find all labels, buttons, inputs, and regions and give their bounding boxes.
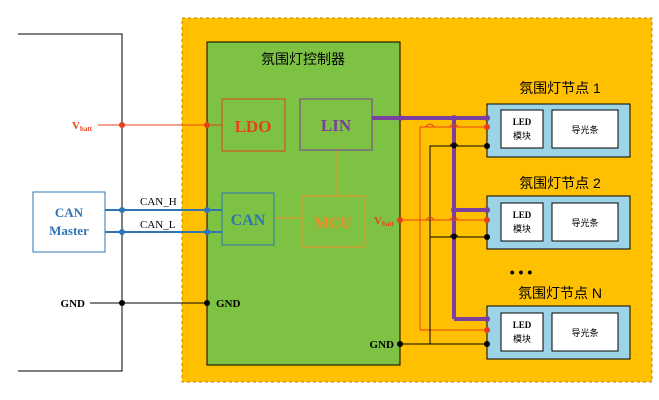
node-2-light-guide: [551, 202, 619, 242]
vbatt-main-v: V: [72, 120, 80, 132]
vbatt-label-inner: Vbatt: [374, 215, 395, 228]
junction-can-h-right: [204, 207, 210, 213]
node-n-lin-terminal: [484, 316, 490, 322]
node-1-led-line2: 模块: [513, 130, 531, 141]
wire-hop-4: [449, 233, 459, 238]
node-1-power-terminal: [484, 124, 490, 130]
vbatt-main-sub: batt: [80, 125, 93, 133]
junction-gnd-mid: [204, 300, 210, 306]
can-block: [221, 192, 275, 246]
node-n-gnd-terminal: [484, 341, 490, 347]
junction-gnd-bus-2: [451, 234, 457, 240]
wire-hop-2: [425, 216, 435, 221]
junction-can-l-right: [204, 229, 210, 235]
gnd-label-mid: GND: [216, 298, 241, 310]
node-2-led-line2: 模块: [513, 223, 531, 234]
node-n-led-line1: LED: [513, 320, 532, 330]
node-n-light-guide: [551, 312, 619, 352]
node-1-led-line1: LED: [513, 117, 532, 127]
node-1-guide-label: 导光条: [571, 124, 598, 135]
node-2-led-line1: LED: [513, 210, 532, 220]
node-1-lin-terminal: [484, 115, 490, 121]
node-2-power-terminal: [484, 217, 490, 223]
lin-label: LIN: [321, 116, 352, 135]
node-2-title: 氛围灯节点 2: [519, 175, 601, 191]
controller-title: 氛围灯控制器: [261, 51, 345, 67]
node-2-lin-terminal: [484, 207, 490, 213]
node-ellipsis: • • •: [510, 264, 533, 280]
junction-can-l-left: [119, 229, 125, 235]
node-n-led-module: [500, 312, 544, 352]
node-1-led-module: [500, 109, 544, 149]
can-master-line2: Master: [49, 223, 89, 238]
mcu-block: [301, 195, 365, 248]
can-label: CAN: [231, 212, 266, 229]
junction-gnd-right: [397, 341, 403, 347]
node-n-led-line2: 模块: [513, 333, 531, 344]
node-2-gnd-terminal: [484, 234, 490, 240]
junction-can-h-left: [119, 207, 125, 213]
can-master-box: [32, 191, 106, 253]
node-1-gnd-terminal: [484, 143, 490, 149]
wire-hop-6: [449, 216, 459, 221]
wire-hop-1: [425, 123, 435, 128]
vbatt-inner-sub: batt: [382, 220, 395, 228]
junction-gnd-bus-1: [451, 143, 457, 149]
node-1-light-guide: [551, 109, 619, 149]
junction-gnd-left: [119, 300, 125, 306]
gnd-label-left: GND: [61, 298, 86, 310]
ldo-block: [221, 98, 286, 152]
junction-lin-bus-1: [451, 115, 457, 121]
junction-vbatt-ldo: [204, 122, 210, 128]
junction-lin-bus-2: [451, 207, 457, 213]
mcu-label: MCU: [314, 215, 353, 232]
junction-vbatt-inner: [397, 217, 403, 223]
node-2-led-module: [500, 202, 544, 242]
node-1-title: 氛围灯节点 1: [519, 80, 601, 96]
node-n-title: 氛围灯节点 N: [518, 285, 602, 301]
junction-vbatt-left: [119, 122, 125, 128]
node-2-guide-label: 导光条: [571, 217, 598, 228]
gnd-label-right: GND: [370, 339, 395, 351]
wire-hop-5: [449, 123, 459, 128]
node-n-guide-label: 导光条: [571, 327, 598, 338]
ldo-label: LDO: [235, 117, 272, 136]
node-n-power-terminal: [484, 327, 490, 333]
can-h-label: CAN_H: [140, 196, 177, 208]
can-master-line1: CAN: [55, 205, 84, 220]
junction-lin-out: [397, 115, 403, 121]
wire-hop-3: [449, 142, 459, 147]
vbatt-label-main: Vbatt: [72, 120, 93, 133]
vehicle-frame: [18, 33, 123, 372]
lin-block: [299, 98, 373, 151]
gnd-bus: [429, 145, 487, 344]
vbatt-inner-v: V: [374, 215, 382, 227]
power-bus: [419, 126, 487, 330]
can-l-label: CAN_L: [140, 219, 176, 231]
